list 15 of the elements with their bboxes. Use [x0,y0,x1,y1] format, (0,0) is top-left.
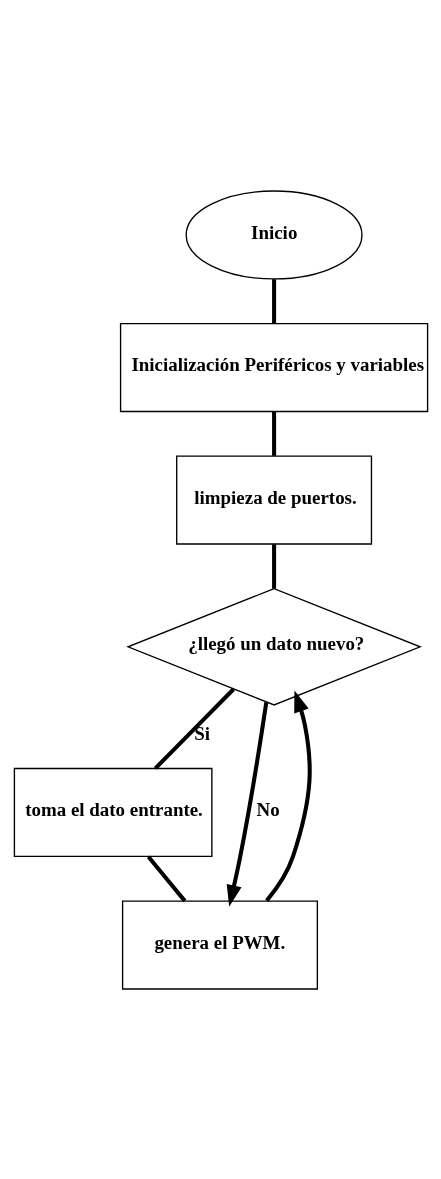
node-diamond: ¿llegó un dato nuevo? [125,587,422,706]
edge-label: No [256,798,280,820]
arrow [226,701,268,907]
arrow [264,689,312,902]
node-box: genera el PWM. [121,899,318,990]
connector [271,543,276,589]
edge-label: Si [193,722,210,744]
connector [271,411,276,456]
node-box: limpieza de puertos. [175,454,372,545]
node-box: toma el dato entrante. [13,767,213,857]
node-box: Inicialización Periféricos y variables [119,322,428,412]
connector [153,687,235,770]
connector [146,854,186,902]
node-ellipse: Inicio [185,189,363,280]
connector [271,278,276,323]
